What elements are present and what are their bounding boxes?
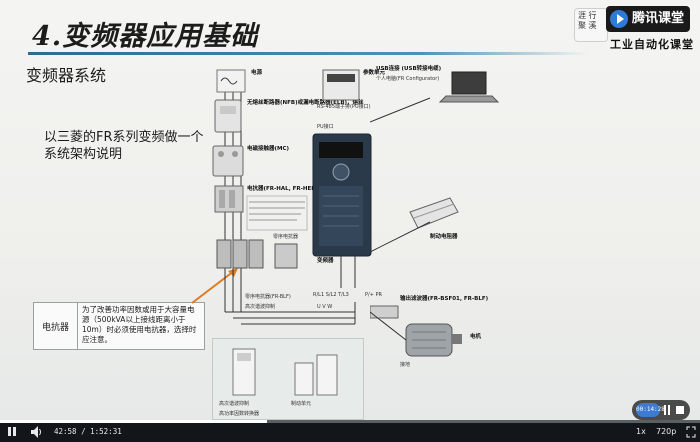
- label-inverter: 变频器: [317, 256, 334, 264]
- brand-watermark: 涯 行 聚 溪 腾讯课堂 工业自动化课堂: [568, 4, 696, 62]
- motor-icon: [405, 323, 462, 357]
- inset-label-converter: 高功率因数转换器: [219, 410, 259, 417]
- label-harmonic: 高次谐波抑制: [245, 303, 275, 310]
- label-contactor: 电磁接触器(MC): [247, 144, 290, 152]
- laptop-icon: [438, 71, 500, 103]
- title-underline: [28, 52, 588, 55]
- slide-canvas: 4.变频器应用基础 涯 行 聚 溪 腾讯课堂 工业自动化课堂 变频器系统 以三菱…: [0, 0, 700, 420]
- label-output-filter: 输出滤波器(FR-BSF01, FR-BLF): [400, 294, 489, 302]
- section-heading: 变频器系统: [26, 66, 107, 85]
- label-param-unit: 参数单元: [363, 68, 386, 76]
- brake-unit-icon: [294, 362, 314, 396]
- label-motor: 电机: [470, 332, 482, 340]
- play-logo-icon: [610, 10, 628, 28]
- label-power: 电源: [251, 68, 263, 76]
- parameter-unit-icon: [322, 69, 360, 101]
- playback-speed-button[interactable]: 1x: [636, 427, 646, 436]
- system-diagram-right: USB连接 (USB转接电缆) 个人电脑(FR Configurator) 制动…: [370, 64, 500, 368]
- label-rs485: RS-485端子排(PU接口): [317, 103, 371, 110]
- mini-stop-icon[interactable]: [676, 406, 684, 414]
- label-pu: PU接口: [317, 123, 334, 130]
- inverter-icon: [312, 133, 372, 257]
- reactor-icon: [214, 185, 244, 213]
- label-usb: USB连接 (USB转接电缆): [376, 64, 442, 72]
- progress-fill: [0, 420, 268, 423]
- slide-title: 4.变频器应用基础: [32, 21, 259, 52]
- breaker-icon: [214, 99, 242, 133]
- term-table: 电抗器 为了改善功率因数或用于大容量电源（500kVA以上接线距离小于10m）时…: [33, 302, 205, 350]
- title-bar: 4.变频器应用基础: [0, 0, 700, 58]
- brand-subtitle: 工业自动化课堂: [610, 38, 694, 51]
- label-zero-phase-blf: 零序电抗器(FR-BLF): [245, 293, 291, 300]
- total-time: 1:52:31: [90, 427, 122, 436]
- inset-diagram: 高次谐波抑制 制动单元 高功率因数转换器: [219, 348, 338, 417]
- brand-logo: 腾讯课堂: [606, 6, 690, 32]
- label-brake-resistor: 制动电阻器: [430, 232, 458, 240]
- inset-panel: 高次谐波抑制 制动单元 高功率因数转换器: [212, 338, 364, 420]
- quality-button[interactable]: 720p: [656, 427, 677, 436]
- intro-text: 以三菱的FR系列变频做一个系统架构说明: [44, 130, 204, 162]
- contactor-icon: [212, 145, 244, 177]
- label-zero-phase: 零序电抗器: [273, 233, 298, 240]
- volume-icon[interactable]: [30, 424, 44, 440]
- label-ground: 接地: [400, 361, 410, 368]
- output-filter-icon: [370, 305, 399, 319]
- brand-logo-text: 腾讯课堂: [631, 11, 684, 26]
- brand-seal: 涯 行 聚 溪: [574, 8, 608, 42]
- current-time: 42:58: [54, 427, 77, 436]
- term-description: 为了改善功率因数或用于大容量电源（500kVA以上接线距离小于10m）时必须使用…: [82, 305, 197, 344]
- zero-phase-reactor-icon: [216, 239, 298, 269]
- mini-time-badge: 00:14:28: [636, 403, 665, 417]
- high-pf-converter-icon: [316, 354, 338, 396]
- system-diagram: 电源 无熔丝断路器(NFB)或漏电断路器(ELB)，熔丝 电磁接触器(MC) 电…: [212, 68, 386, 325]
- label-terminals-in: R/L1 S/L2 T/L3: [313, 292, 349, 298]
- label-breaker: 无熔丝断路器(NFB)或漏电断路器(ELB)，熔丝: [246, 98, 364, 106]
- label-reactor: 电抗器(FR-HAL, FR-HEL): [247, 184, 318, 192]
- label-terminals-pr: P/+ PR: [365, 292, 382, 298]
- video-player-bar: [0, 420, 700, 442]
- mini-player-widget: 00:14:28: [632, 400, 690, 420]
- mini-pause-icon[interactable]: [664, 405, 672, 415]
- inset-label-brake: 制动单元: [291, 400, 311, 407]
- time-display: 42:58 / 1:52:31: [54, 427, 122, 436]
- pause-icon[interactable]: [8, 424, 20, 440]
- brake-resistor-icon: [409, 197, 459, 229]
- progress-track[interactable]: [0, 420, 700, 423]
- harmonic-filter-icon: [232, 348, 256, 396]
- label-pc: 个人电脑(FR Configurator): [376, 75, 439, 82]
- term-cell: 电抗器: [34, 303, 78, 349]
- fullscreen-icon[interactable]: [686, 424, 696, 440]
- power-source-icon: [216, 69, 246, 93]
- inset-label-harmonic: 高次谐波抑制: [219, 400, 249, 407]
- label-terminals-out: U V W: [317, 304, 332, 310]
